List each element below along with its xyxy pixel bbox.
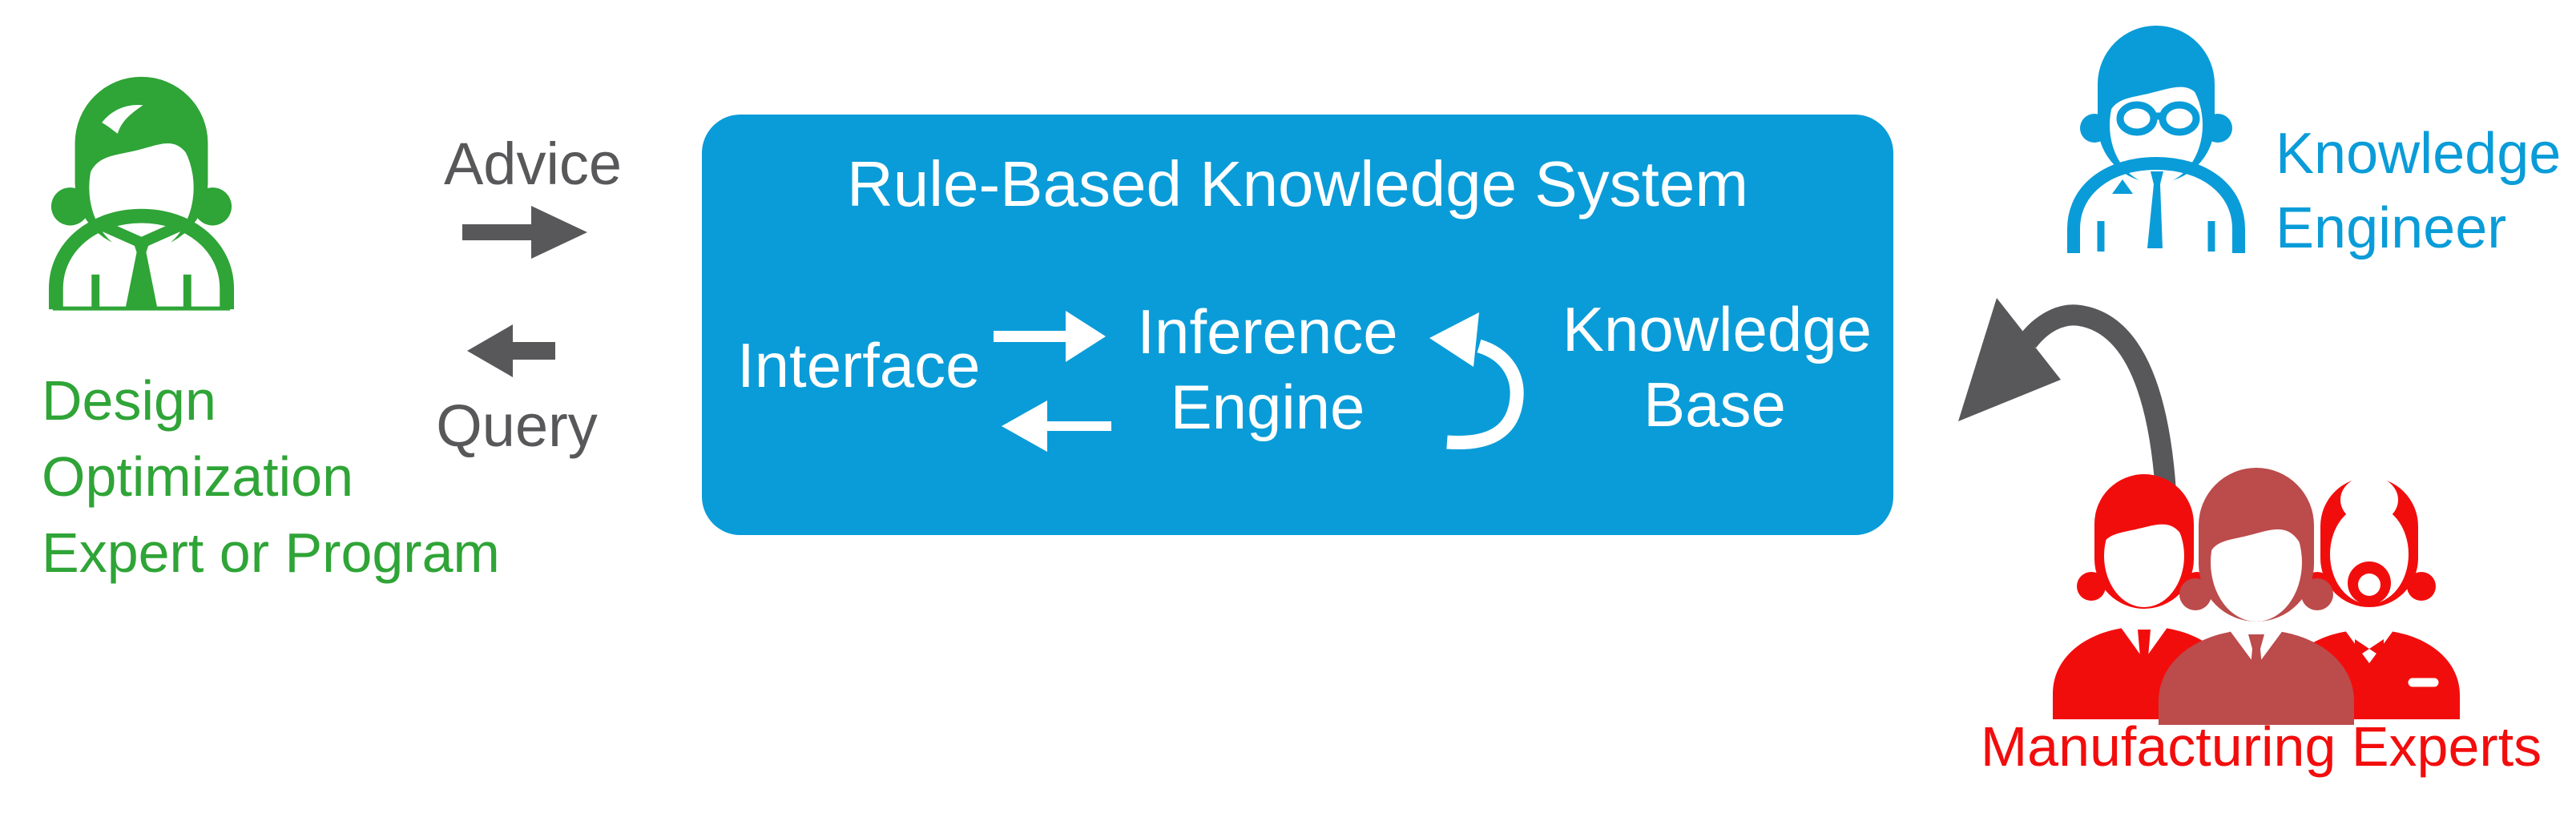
query-arrow-left-icon — [467, 324, 555, 377]
businessman-icon — [48, 76, 235, 311]
interface-label: Interface — [737, 330, 981, 400]
interface-to-engine-arrow-right-icon — [994, 311, 1106, 362]
advice-arrow-right-icon — [462, 206, 587, 259]
inference-engine-line2: Engine — [1170, 372, 1365, 442]
knowledge-engineer-caption: Knowledge Engineer — [2276, 117, 2561, 266]
engineer-icon — [2067, 26, 2245, 253]
manufacturing-experts-label: Manufacturing Experts — [1980, 715, 2542, 778]
system-title: Rule-Based Knowledge System — [846, 148, 1749, 219]
inference-engine-line1: Inference — [1137, 296, 1398, 367]
engine-kb-curved-cycle-arrow-icon — [1429, 312, 1524, 450]
query-label: Query — [436, 392, 598, 459]
knowledge-base-line2: Base — [1643, 369, 1786, 440]
advice-label: Advice — [443, 131, 623, 197]
left-actor-caption: Design Optimization Expert or Program — [42, 363, 500, 591]
experts-group-icon — [2053, 468, 2460, 725]
rule-based-system-box — [702, 115, 1893, 535]
engine-to-interface-arrow-left-icon — [1002, 400, 1111, 452]
knowledge-base-label: Knowledge Base — [1562, 292, 1872, 442]
knowledge-engineer-line1: Knowledge — [2276, 122, 2562, 186]
experts-to-system-curved-arrow-icon — [1958, 298, 2177, 505]
expert-middle-icon — [2159, 468, 2354, 725]
left-actor-caption-line3: Expert or Program — [42, 521, 500, 584]
knowledge-base-line1: Knowledge — [1562, 294, 1872, 364]
left-actor-caption-line2: Optimization — [42, 445, 354, 508]
glasses-icon — [2116, 101, 2200, 136]
bow-tie-icon — [2355, 639, 2384, 658]
inference-engine-label: Inference Engine — [1115, 294, 1420, 445]
knowledge-engineer-line2: Engineer — [2276, 196, 2507, 260]
left-actor-caption-line1: Design — [42, 369, 216, 432]
